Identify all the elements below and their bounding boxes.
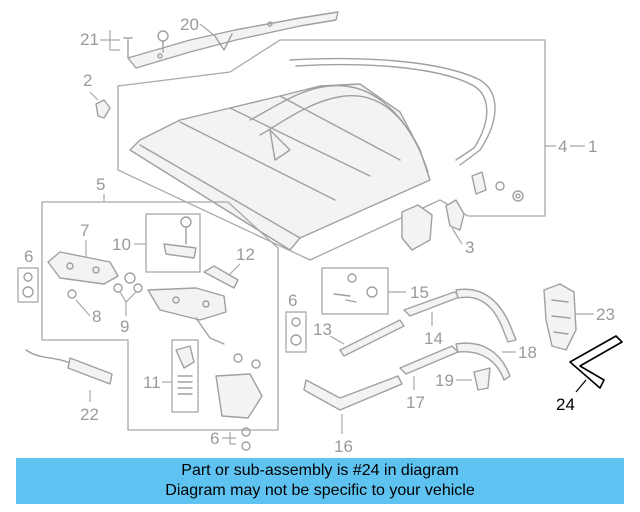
callout-6a: 6 bbox=[24, 247, 33, 266]
callout-11: 11 bbox=[143, 373, 161, 392]
callout-7: 7 bbox=[80, 221, 89, 240]
part-7-hinge bbox=[47, 251, 119, 285]
callout-13: 13 bbox=[313, 320, 332, 339]
lower-latch bbox=[215, 373, 263, 419]
callout-20: 20 bbox=[180, 15, 199, 34]
part-19 bbox=[473, 367, 491, 391]
box-6b bbox=[285, 311, 307, 353]
box-6a bbox=[17, 267, 39, 303]
callout-21: 21 bbox=[80, 30, 99, 49]
part-18-seal-a bbox=[455, 288, 517, 343]
banner-line-1: Part or sub-assembly is #24 in diagram bbox=[181, 462, 459, 479]
part-24-highlighted bbox=[569, 335, 623, 389]
part-21-bolts bbox=[123, 30, 169, 59]
part-13-seal bbox=[339, 319, 405, 357]
callout-23: 23 bbox=[596, 305, 615, 324]
part-20-rail bbox=[127, 11, 339, 69]
box-11 bbox=[171, 339, 199, 413]
callout-10: 10 bbox=[112, 235, 131, 254]
callout-3: 3 bbox=[465, 238, 474, 257]
callout-4: 4 bbox=[558, 137, 567, 156]
callout-18: 18 bbox=[518, 343, 537, 362]
frame-box-1 bbox=[117, 39, 546, 261]
callout-15: 15 bbox=[410, 283, 429, 302]
part-16-seal bbox=[303, 375, 403, 411]
part-10-bolt bbox=[163, 216, 197, 259]
box-10 bbox=[145, 213, 201, 273]
callout-17: 17 bbox=[406, 393, 425, 412]
callout-22: 22 bbox=[80, 405, 99, 424]
banner-line-2: Diagram may not be specific to your vehi… bbox=[165, 482, 475, 499]
callout-24: 24 bbox=[556, 395, 575, 414]
callout-12: 12 bbox=[236, 245, 255, 264]
callout-8: 8 bbox=[92, 307, 101, 326]
top-frame-assembly bbox=[129, 57, 524, 251]
info-banner: Part or sub-assembly is #24 in diagram D… bbox=[16, 458, 624, 504]
part-22-cable bbox=[25, 349, 113, 385]
box-15 bbox=[321, 267, 389, 315]
callout-2: 2 bbox=[83, 71, 92, 90]
part-23-bracket bbox=[543, 283, 577, 351]
part-2-pin bbox=[95, 99, 111, 119]
callout-19: 19 bbox=[435, 371, 454, 390]
callout-6b: 6 bbox=[288, 291, 297, 310]
part-12 bbox=[203, 265, 239, 289]
part-18-seal-b bbox=[455, 342, 511, 381]
callout-1: 1 bbox=[588, 137, 597, 156]
callout-16: 16 bbox=[334, 437, 353, 456]
part-17-seal bbox=[399, 345, 459, 375]
callout-14: 14 bbox=[424, 329, 443, 348]
callout-9: 9 bbox=[120, 317, 129, 336]
frame-box-5 bbox=[41, 201, 279, 431]
main-hinge-assembly bbox=[124, 272, 227, 345]
callout-5: 5 bbox=[96, 175, 105, 194]
parts-diagram: 20 21 2 4 1 3 5 6 7 8 9 1 bbox=[17, 11, 623, 456]
callout-6c: 6 bbox=[210, 429, 219, 448]
